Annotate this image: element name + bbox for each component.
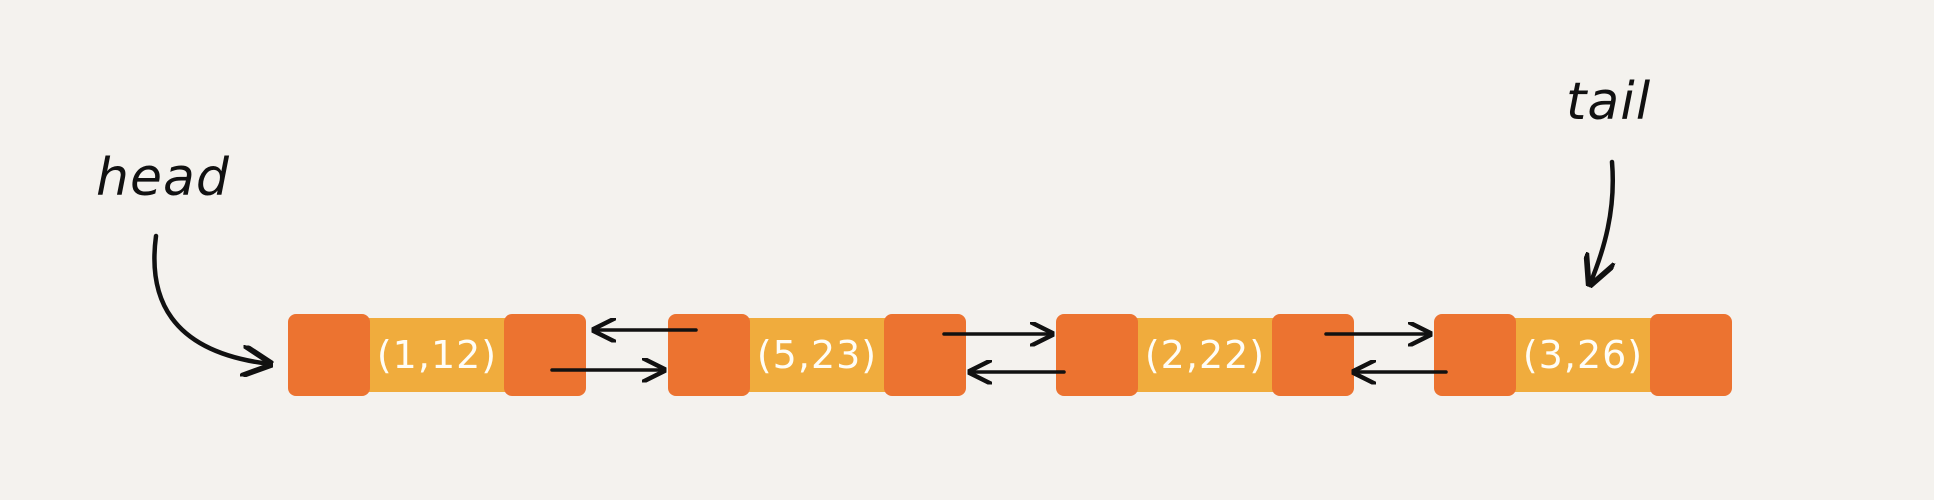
tail-pointer-arrow	[1590, 159, 1613, 284]
list-node-2: (5,23)	[668, 314, 966, 396]
head-label: head	[96, 148, 230, 208]
list-node-1: (1,12)	[288, 314, 586, 396]
node-value: (5,23)	[756, 333, 878, 377]
tail-label: tail	[1566, 72, 1652, 132]
prev-pointer-cell	[288, 314, 370, 396]
node-value: (1,12)	[376, 333, 498, 377]
node-value: (3,26)	[1522, 333, 1644, 377]
data-cell	[1510, 318, 1656, 392]
data-cell	[1132, 318, 1278, 392]
next-pointer-cell	[1650, 314, 1732, 396]
data-cell	[364, 318, 510, 392]
list-node-3: (2,22)	[1056, 314, 1354, 396]
head-pointer-arrow	[152, 233, 270, 364]
prev-pointer-cell	[668, 314, 750, 396]
node-value: (2,22)	[1144, 333, 1266, 377]
data-cell	[744, 318, 890, 392]
next-pointer-cell	[1272, 314, 1354, 396]
next-pointer-cell	[884, 314, 966, 396]
next-pointer-cell	[504, 314, 586, 396]
prev-pointer-cell	[1056, 314, 1138, 396]
list-node-4: (3,26)	[1434, 314, 1732, 396]
prev-pointer-cell	[1434, 314, 1516, 396]
